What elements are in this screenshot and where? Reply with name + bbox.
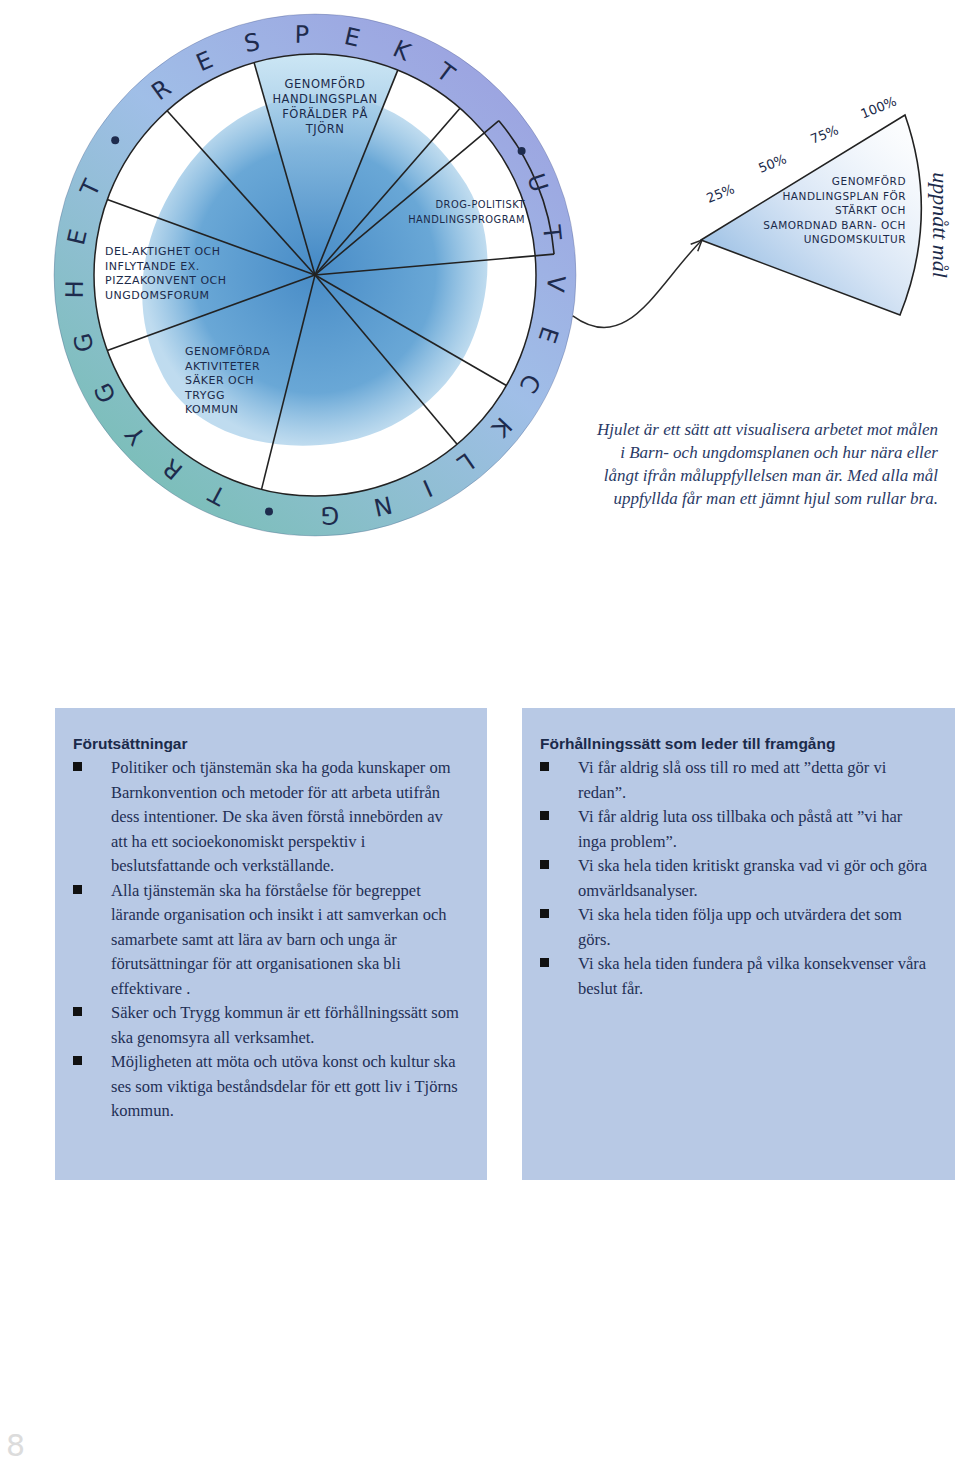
bullet-text: Vi får aldrig luta oss tillbaka och påst… <box>578 807 902 851</box>
wedge-outline <box>701 115 921 315</box>
sector-label: GENOMFÖRDA AKTIVITETER SÄKER OCH TRYGG K… <box>185 345 277 418</box>
text-panel: Förhållningssätt som leder till framgång… <box>522 708 955 1180</box>
wheel-sector: DROG-POLITISKT HANDLINGSPROGRAM <box>400 198 525 227</box>
bullet-text: Vi ska hela tiden följa upp och utvärder… <box>578 905 902 949</box>
bullet-item: Vi ska hela tiden fundera på vilka konse… <box>540 952 928 1001</box>
wheel-face <box>94 54 536 496</box>
bullet-item: Vi får aldrig slå oss till ro med att ”d… <box>540 756 928 805</box>
ring-dot <box>518 147 526 155</box>
bullet-item: Vi får aldrig luta oss tillbaka och påst… <box>540 805 928 854</box>
bullet-text: Politiker och tjänstemän ska ha goda kun… <box>111 758 451 875</box>
wheel-sector: GENOMFÖRDA AKTIVITETER SÄKER OCH TRYGG K… <box>185 345 277 418</box>
bullet-square <box>540 762 549 771</box>
ring-dot <box>265 508 273 516</box>
ring-dot <box>111 136 119 144</box>
page-number: 8 <box>6 1428 25 1463</box>
percent-mark: 75% <box>808 122 840 147</box>
bullet-item: Säker och Trygg kommun är ett förhållnin… <box>73 1001 461 1050</box>
wheel-sector: GENOMFÖRD HANDLINGSPLAN FÖRÄLDER PÅ TJÖR… <box>265 77 385 137</box>
bullet-text: Säker och Trygg kommun är ett förhållnin… <box>111 1003 459 1047</box>
spoke-line <box>315 275 506 386</box>
bullet-text: Vi ska hela tiden fundera på vilka konse… <box>578 954 926 998</box>
goal-label: uppnått mål <box>927 135 953 315</box>
percent-mark: 50% <box>756 151 788 176</box>
bullet-square <box>73 1007 82 1016</box>
percent-mark: 25% <box>704 181 736 206</box>
ring-word-path: UTVECKLING <box>286 170 570 529</box>
sector-label: DEL-AKTIGHET OCH INFLYTANDE EX. PIZZAKON… <box>105 245 231 303</box>
panel-heading: Förhållningssätt som leder till framgång <box>540 734 937 754</box>
bullet-item: Vi ska hela tiden kritiskt granska vad v… <box>540 854 928 903</box>
bullet-item: Alla tjänstemän ska ha förståelse för be… <box>73 879 461 1002</box>
bullet-square <box>540 860 549 869</box>
figure-caption: Hjulet är ett sätt att visualisera arbet… <box>592 418 938 510</box>
spoke-line <box>315 275 457 444</box>
bullet-square <box>73 762 82 771</box>
ring-word-path: TRYGGHET <box>61 145 231 511</box>
bullet-item: Politiker och tjänstemän ska ha goda kun… <box>73 756 461 879</box>
bullet-text: Alla tjänstemän ska ha förståelse för be… <box>111 881 447 998</box>
spoke-line <box>315 254 554 275</box>
wheel-sector: DEL-AKTIGHET OCH INFLYTANDE EX. PIZZAKON… <box>105 245 231 303</box>
arrow-head <box>691 240 702 251</box>
spoke-line <box>315 121 499 275</box>
bullet-text: Vi ska hela tiden kritiskt granska vad v… <box>578 856 927 900</box>
bullet-square <box>73 885 82 894</box>
panel-heading: Förutsättningar <box>73 734 469 754</box>
bullet-square <box>73 1056 82 1065</box>
bullet-item: Möjligheten att möta och utöva konst och… <box>73 1050 461 1124</box>
bullet-item: Vi ska hela tiden följa upp och utvärder… <box>540 903 928 952</box>
percent-mark: 100% <box>859 94 899 122</box>
ring-edge <box>54 14 576 536</box>
wheel: TRYGGHETRESPEKTUTVECKLINGGENOMFÖRD HANDL… <box>53 13 577 537</box>
wheel-rim <box>94 54 536 496</box>
sector-label: DROG-POLITISKT HANDLINGSPROGRAM <box>400 198 525 227</box>
bullet-square <box>540 811 549 820</box>
ring-word: TRYGGHET <box>61 145 231 511</box>
highlighted-sector <box>254 54 398 275</box>
bullet-text: Möjligheten att möta och utöva konst och… <box>111 1052 458 1120</box>
sector-label: GENOMFÖRD HANDLINGSPLAN FÖRÄLDER PÅ TJÖR… <box>265 77 385 137</box>
text-panel: FörutsättningarPolitiker och tjänstemän … <box>55 708 487 1180</box>
wedge-label: GENOMFÖRD HANDLINGSPLAN FÖR STÄRKT OCH S… <box>758 174 906 247</box>
bullet-text: Vi får aldrig slå oss till ro med att ”d… <box>578 758 886 802</box>
connector-arrow <box>573 240 702 328</box>
ring-word: UTVECKLING <box>286 170 570 529</box>
bullet-square <box>540 958 549 967</box>
bullet-square <box>540 909 549 918</box>
spoke-line <box>262 275 316 489</box>
